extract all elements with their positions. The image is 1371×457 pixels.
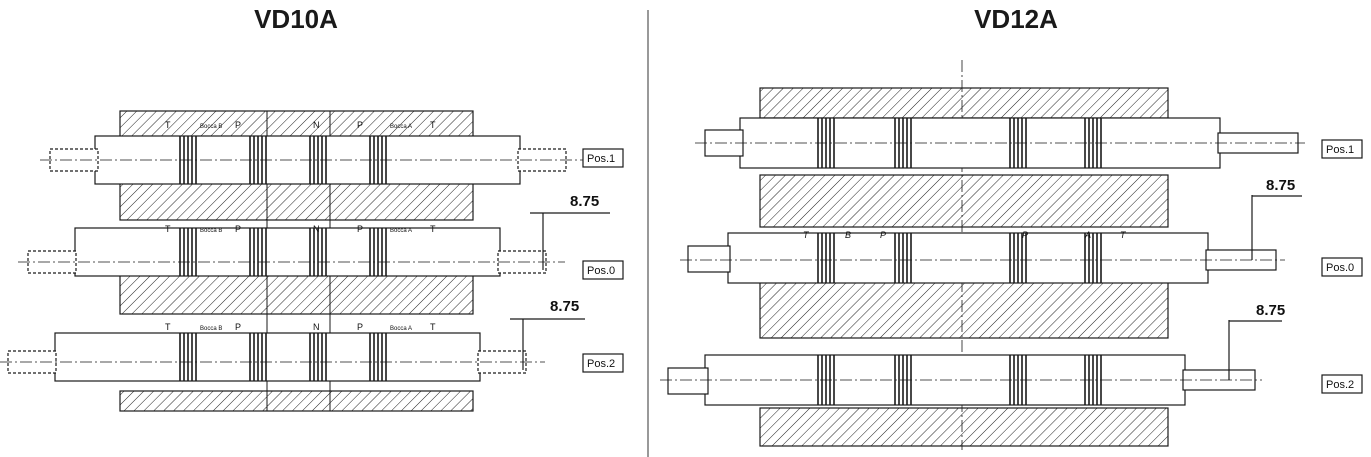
vd12a-pos2-box: [1321, 374, 1363, 394]
vd10a-port-label: T: [430, 322, 436, 332]
vd12a-pos1-box: [1321, 139, 1363, 159]
vd12a-title: VD12A: [974, 4, 1058, 34]
vd12a-dimension-1: 8.75: [1266, 177, 1295, 194]
vd12a-body-mid2: [759, 281, 1169, 339]
vd10a-port-label: P: [357, 224, 363, 234]
vd12a-port-label: P: [1022, 230, 1028, 240]
vd10a-dimension-1: 8.75: [570, 193, 599, 210]
vd10a-port-label: P: [235, 224, 241, 234]
vd10a-port-label: T: [430, 224, 436, 234]
vd12a-spool-grooves: [817, 118, 1102, 405]
vd10a-pos1-label: Pos.1: [587, 153, 615, 165]
vd12a-spool-pos1: [695, 117, 1305, 169]
vd10a-body-top: [119, 110, 474, 138]
vd10a-port-label: N: [313, 322, 320, 332]
vd12a-body-bottom: [759, 407, 1169, 447]
vd12a-port-label: B: [845, 230, 851, 240]
vd12a-drawing: [660, 60, 1363, 450]
vd10a-port-label: Bocca A: [390, 228, 412, 234]
vd10a-drawing: [0, 110, 624, 412]
vd10a-port-label: T: [430, 120, 436, 130]
vd10a-pos1-box: [582, 148, 624, 168]
vd10a-pos0-box: [582, 260, 624, 280]
vd12a-pos1-label: Pos.1: [1326, 144, 1354, 156]
vd12a-spool-pos0: [680, 232, 1285, 284]
vd10a-body-bottom: [119, 390, 474, 412]
vd10a-port-label: N: [313, 224, 320, 234]
vd10a-port-label: Bocca A: [390, 124, 412, 130]
vd10a-port-label: P: [357, 120, 363, 130]
vd10a-title: VD10A: [254, 4, 338, 34]
vd12a-port-label: P: [880, 230, 886, 240]
vd10a-spool-pos2: [0, 332, 545, 382]
vd12a-body-mid1: [759, 174, 1169, 228]
vd10a-port-label: Bocca B: [200, 326, 222, 332]
vd10a-port-label: Bocca A: [390, 326, 412, 332]
vd10a-port-label: P: [235, 120, 241, 130]
vd12a-pos0-box: [1321, 257, 1363, 277]
vd12a-port-label: T: [1120, 230, 1127, 240]
vd10a-port-label: Bocca B: [200, 124, 222, 130]
vd10a-pos0-label: Pos.0: [587, 265, 615, 277]
vd10a-port-label: N: [313, 120, 320, 130]
vd12a-pos2-label: Pos.2: [1326, 379, 1354, 391]
vd10a-dimension-2: 8.75: [550, 298, 579, 315]
vd10a-spool-pos0: [18, 227, 565, 277]
vd10a-spool-grooves: [179, 136, 387, 381]
vd12a-dimension-2: 8.75: [1256, 302, 1285, 319]
vd10a-body-mid1: [119, 179, 474, 221]
vd10a-port-label: T: [165, 224, 171, 234]
vd10a-port-label: Bocca B: [200, 228, 222, 234]
vd12a-spool-pos2: [660, 354, 1262, 406]
vd10a-pos2-box: [582, 353, 624, 373]
vd10a-port-label: T: [165, 120, 171, 130]
vd10a-spool-pos1: [40, 135, 585, 185]
vd12a-port-label: A: [1084, 230, 1091, 240]
vd10a-port-label: P: [357, 322, 363, 332]
vd10a-port-label: T: [165, 322, 171, 332]
vd10a-body-mid2: [119, 269, 474, 315]
vd12a-pos0-label: Pos.0: [1326, 262, 1354, 274]
vd10a-pos2-label: Pos.2: [587, 358, 615, 370]
vd12a-body-top: [759, 87, 1169, 119]
vd12a-port-label: T: [803, 230, 810, 240]
vd10a-port-label: P: [235, 322, 241, 332]
